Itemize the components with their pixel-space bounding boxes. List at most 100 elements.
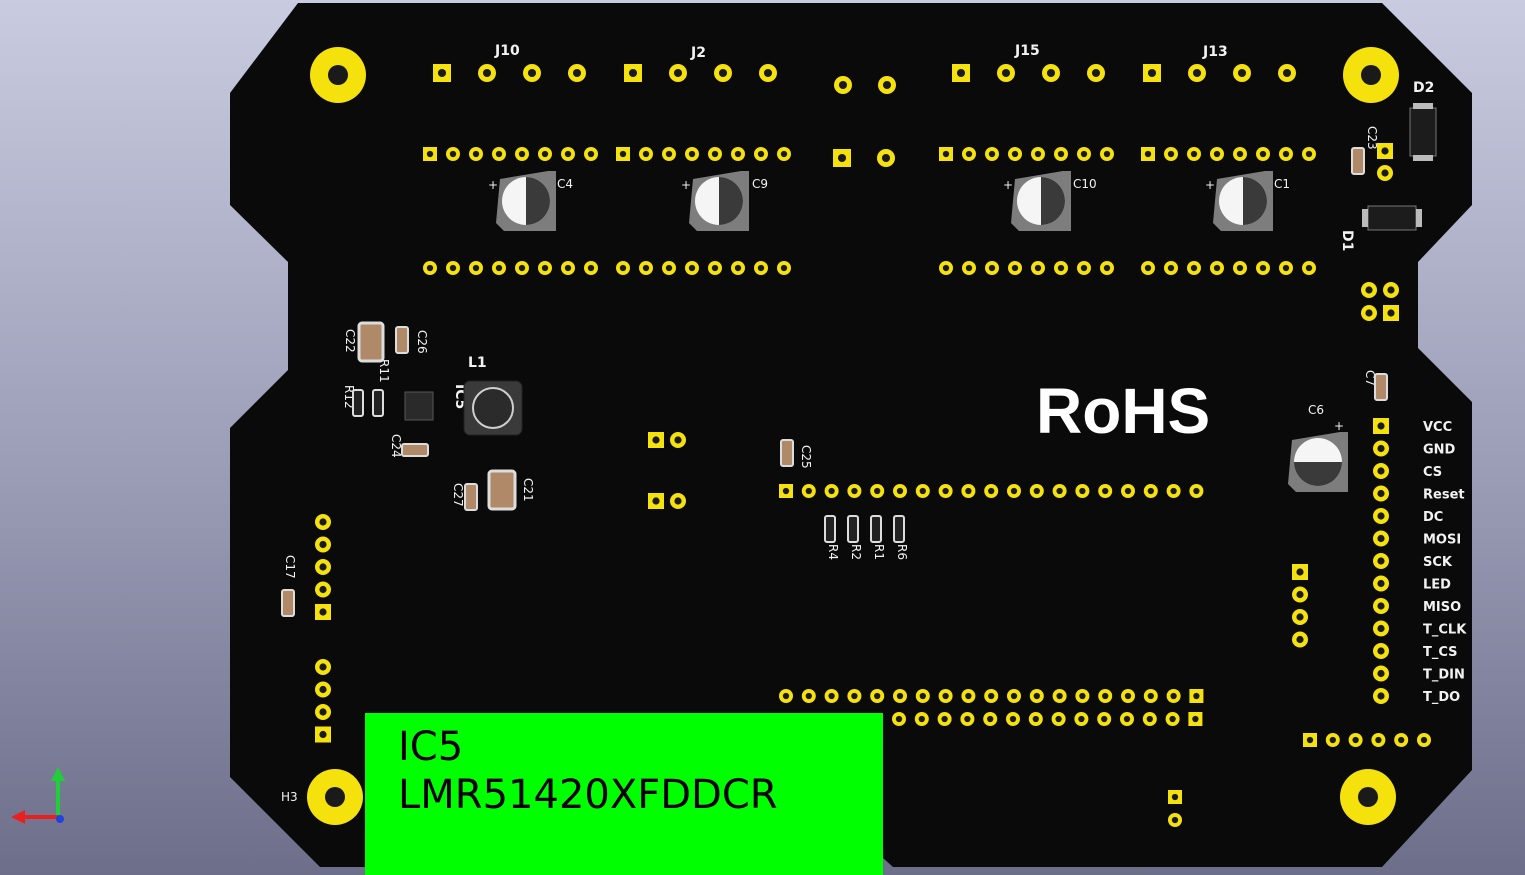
pad-drill	[780, 264, 788, 272]
pad-drill	[518, 264, 526, 272]
label-c24: C24	[389, 434, 403, 458]
pad-drill	[942, 692, 949, 700]
pad-drill	[1011, 150, 1019, 158]
electrolytic-capacitor: +	[681, 171, 749, 231]
pad-drill	[482, 68, 492, 78]
pad-drill	[828, 487, 835, 495]
pad-drill	[665, 150, 673, 158]
pad-drill	[1034, 150, 1042, 158]
pad-drill	[619, 150, 627, 158]
pad-drill	[1296, 613, 1304, 621]
pad-drill	[541, 264, 549, 272]
pad-drill	[1375, 736, 1382, 744]
pad-drill	[1296, 590, 1304, 599]
pad-drill	[988, 692, 995, 700]
pad-drill	[895, 715, 903, 723]
pad-drill	[652, 436, 660, 444]
pad-drill	[652, 497, 660, 505]
pad-drill	[1101, 715, 1108, 723]
svg-text:+: +	[1205, 178, 1215, 192]
pad-drill	[319, 608, 327, 616]
electrolytic-capacitor: +	[1288, 419, 1348, 492]
pad-drill	[956, 68, 966, 78]
pad-drill	[1296, 635, 1304, 644]
label-c7: C7	[1363, 370, 1377, 386]
pad-drill	[965, 150, 973, 158]
pad-drill	[319, 708, 327, 716]
pad-drill	[1213, 264, 1221, 272]
pad-drill	[1147, 68, 1157, 78]
pin-label: Reset	[1423, 488, 1465, 503]
label-c26: C26	[415, 330, 429, 354]
pad-drill	[1170, 692, 1177, 700]
axis-gizmo-icon	[11, 767, 65, 824]
pin-label: SCK	[1423, 555, 1453, 570]
pad-drill	[319, 663, 327, 671]
pad-drill	[1080, 150, 1088, 158]
pad-drill	[941, 715, 948, 723]
pad-drill	[1123, 715, 1131, 723]
pad-drill	[734, 150, 742, 158]
pad-drill	[1377, 422, 1385, 430]
pad-drill	[1192, 68, 1202, 78]
pad-drill	[319, 585, 327, 594]
pad-drill	[665, 264, 673, 272]
pad-drill	[1377, 602, 1385, 610]
pad-drill	[1377, 669, 1385, 678]
pin-label: T_CS	[1423, 645, 1458, 660]
pad-drill	[987, 715, 994, 723]
label-j10: J10	[494, 43, 520, 59]
pad-drill	[564, 264, 572, 272]
label-c4: C4	[557, 177, 573, 191]
pad-drill	[1167, 150, 1175, 158]
pad-drill	[426, 264, 434, 272]
pad-drill	[1236, 264, 1244, 272]
pad-drill	[1001, 68, 1011, 78]
pad-drill	[1034, 264, 1042, 272]
label-r11: R11	[377, 359, 391, 383]
pad-drill	[1329, 736, 1336, 744]
label-c27: C27	[451, 483, 465, 507]
pad-drill	[1079, 487, 1086, 495]
label-c21: C21	[521, 478, 535, 502]
component-info-tooltip: IC5 LMR51420XFDDCR	[365, 713, 883, 875]
pad-drill	[527, 68, 537, 78]
pad-drill	[1167, 264, 1175, 272]
pad-drill	[1091, 68, 1101, 78]
pad-drill	[1144, 264, 1152, 272]
label-j2: J2	[690, 45, 706, 61]
pad-drill	[965, 264, 973, 272]
label-r6: R6	[895, 544, 909, 560]
pad-drill	[988, 264, 996, 272]
pad-drill	[319, 540, 327, 549]
electrolytic-capacitor: +	[1205, 171, 1273, 231]
pad-drill	[449, 264, 457, 272]
pad-drill	[541, 150, 549, 158]
pad-drill	[1377, 489, 1385, 498]
pad-drill	[642, 264, 650, 272]
pad-drill	[1398, 736, 1405, 744]
pad-drill	[1190, 264, 1198, 272]
pad-drill	[1193, 487, 1200, 495]
pad-drill	[1146, 715, 1153, 723]
pad-drill	[1056, 487, 1063, 495]
pad-drill	[942, 150, 950, 158]
pin-label: GND	[1423, 443, 1456, 458]
pad-drill	[1420, 736, 1428, 744]
pad-drill	[1365, 309, 1373, 317]
pad-drill	[1387, 309, 1395, 317]
pad-drill	[1033, 487, 1040, 495]
pad-drill	[757, 150, 765, 158]
pad-drill	[319, 730, 327, 739]
pad-drill	[782, 487, 790, 495]
pin-label: LED	[1423, 578, 1451, 593]
pad-drill	[988, 487, 995, 495]
pad-drill	[1190, 150, 1198, 158]
smd-parts	[281, 103, 1437, 617]
pad-drill	[1306, 736, 1314, 744]
pad-drill	[1282, 264, 1290, 272]
mounting-hole	[307, 47, 1399, 825]
pad-drill	[1171, 816, 1179, 824]
pad-drill	[988, 150, 996, 158]
